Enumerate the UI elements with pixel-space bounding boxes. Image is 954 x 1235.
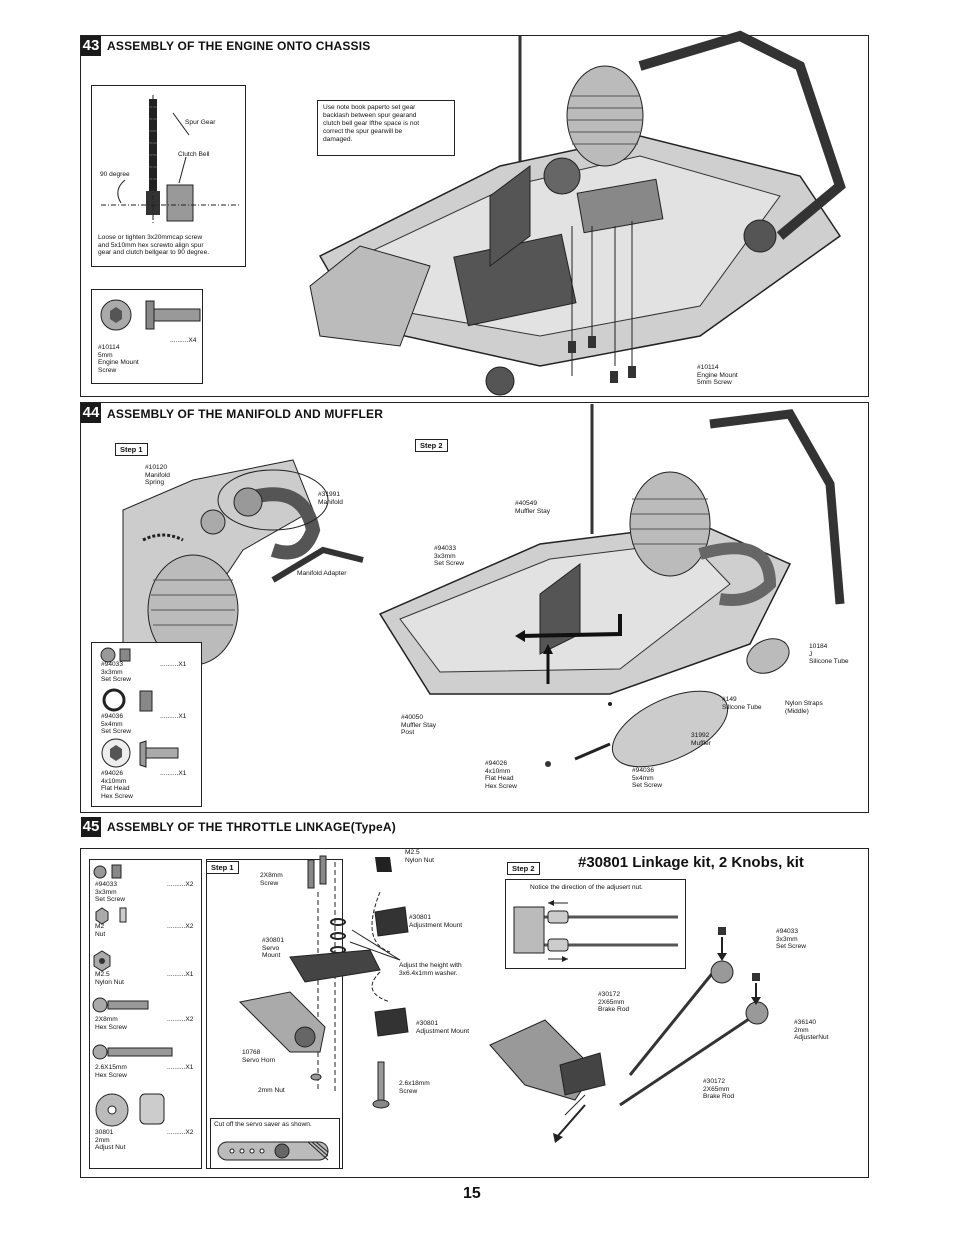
gear-note: Loose or tighten 3x20mmcap screw and 5x1… xyxy=(98,234,210,257)
screw-2-6x18-label: 2.6x18mm Screw xyxy=(399,1080,430,1095)
sillcone-tube-label: #149 Sillcone Tube xyxy=(722,696,762,711)
screw-2x8-label: 2X8mm Screw xyxy=(260,872,283,887)
servo-mount-label: #30801 Servo Mount xyxy=(262,937,285,960)
part-45-0-code: #94033 3x3mm Set Screw xyxy=(95,881,126,904)
part-45-1-code: M2 Nut xyxy=(95,923,106,938)
part-44-1-code: #94036 5x4mm Set Screw xyxy=(101,713,132,736)
servo-horn-label: 10768 Servo Horn xyxy=(242,1049,276,1064)
backlash-note: Use note book paperto set gear backlash … xyxy=(317,100,455,156)
muffler-step2-illustration xyxy=(378,404,845,768)
page-number: 15 xyxy=(463,1185,481,1202)
manifold-spring-label: #10120 Manifold Spring xyxy=(145,464,170,487)
brake-rod-1-label: #30172 2X65mm Brake Rod xyxy=(598,991,630,1014)
section-43-number: 43 xyxy=(81,36,101,56)
engine-mount-screw-icon xyxy=(100,299,201,331)
part-45-3-code: 2X8mm Hex Screw xyxy=(95,1016,127,1031)
clutch-bell-label: Clutch Bell xyxy=(178,151,210,158)
part-44-0-qty: ..........X1 xyxy=(160,661,187,668)
section-44-step-2: Step 2 xyxy=(415,439,448,452)
engine-mount-screw-code: #10114 5mm Engine Mount Screw xyxy=(98,344,139,374)
setscrew-94036-label: #94036 5x4mm Set Screw xyxy=(632,767,663,790)
servo-saver-icon xyxy=(217,1141,329,1161)
manifold-step1-illustration xyxy=(122,459,364,671)
spur-gear-label: Spur Gear xyxy=(185,119,216,126)
engine-mount-screw-qty: ..........X4 xyxy=(170,337,197,344)
gear-alignment-diagram xyxy=(101,95,241,225)
adjuster-direction-illustration xyxy=(513,900,678,962)
section-45-number: 45 xyxy=(81,817,101,837)
brake-rod-illustration xyxy=(489,927,769,1143)
muffler-label: 31992 Muffler xyxy=(691,732,712,747)
nylon-straps-label: Nylon Straps (Middle) xyxy=(785,700,823,715)
muffler-stay-label: #40549 Muffler Stay xyxy=(515,500,551,515)
manifold-adapter-label: Manifold Adapter xyxy=(297,570,347,577)
setscrew-94033-step2-label: #94033 3x3mm Set Screw xyxy=(776,928,807,951)
part-45-2-code: M2.5 Nylon Nut xyxy=(95,971,124,986)
section-45-title: ASSEMBLY OF THE THROTTLE LINKAGE(TypeA) xyxy=(107,820,396,834)
flat-head-screw-label: #94026 4x10mm Flat Head Hex Screw xyxy=(485,760,517,790)
adjuster-direction-note: Notice the direction of the adjusert nut… xyxy=(530,884,643,891)
part-45-3-qty: ..........X2 xyxy=(167,1016,194,1023)
washer-note: Adjust the height with 3x6.4x1mm washer. xyxy=(399,962,462,977)
brake-rod-2-label: #30172 2X65mm Brake Rod xyxy=(703,1078,735,1101)
part-45-1-qty: ..........X2 xyxy=(167,923,194,930)
section-45-parts-icons xyxy=(92,864,173,1127)
part-44-2-qty: ..........X1 xyxy=(160,770,187,777)
degree-label: 90 degree xyxy=(100,171,130,178)
nut-2mm-label: 2mm Nut xyxy=(258,1087,285,1094)
section-44-parts-icons xyxy=(100,647,179,768)
linkage-kit-title: #30801 Linkage kit, 2 Knobs, kit xyxy=(578,854,804,871)
engine-mount-callout: #10114 Engine Mount 5mm Screw xyxy=(697,364,738,387)
part-44-0-code: #94033 3x3mm Set Screw xyxy=(101,661,132,684)
part-45-2-qty: ..........X1 xyxy=(167,971,194,978)
servo-mount-exploded-illustration xyxy=(238,855,409,1109)
section-43-title: ASSEMBLY OF THE ENGINE ONTO CHASSIS xyxy=(107,39,371,53)
section-44-number: 44 xyxy=(81,403,101,423)
section-44-parts-box xyxy=(91,642,202,807)
servo-saver-cut-note: Cut off the servo saver as shown. xyxy=(214,1121,312,1128)
manifold-label: #31991 Manifold xyxy=(318,491,343,506)
chassis-engine-illustration xyxy=(309,30,846,396)
gear-alignment-box xyxy=(91,85,246,267)
part-45-4-qty: ..........X1 xyxy=(167,1064,194,1071)
part-45-4-code: 2.6X15mm Hex Screw xyxy=(95,1064,127,1079)
nylon-nut-label: M2.5 Nylon Nut xyxy=(405,849,434,864)
section-44-title: ASSEMBLY OF THE MANIFOLD AND MUFFLER xyxy=(107,407,384,421)
part-44-2-code: #94026 4x10mm Flat Head Hex Screw xyxy=(101,770,133,800)
part-44-1-qty: ..........X1 xyxy=(160,713,187,720)
section-44-step-1: Step 1 xyxy=(115,443,148,456)
silicone-tube-label: 10184 J Silicone Tube xyxy=(809,643,849,666)
part-45-5-qty: ..........X2 xyxy=(167,1129,194,1136)
adjuster-nut-label: #36140 2mm AdjusterNut xyxy=(794,1019,829,1042)
setscrew-94033-label: #94033 3x3mm Set Screw xyxy=(434,545,465,568)
adjustment-mount-1-label: #30801 Adjustment Mount xyxy=(409,914,463,929)
part-45-5-code: 30801 2mm Adjust Nut xyxy=(95,1129,126,1152)
part-45-0-qty: ..........X2 xyxy=(167,881,194,888)
adjustment-mount-2-label: #30801 Adjustment Mount xyxy=(416,1020,470,1035)
section-45-step-2: Step 2 xyxy=(507,862,540,875)
muffler-stay-post-label: #40050 Muffler Stay Post xyxy=(401,714,437,737)
section-45-step-1: Step 1 xyxy=(206,861,239,874)
